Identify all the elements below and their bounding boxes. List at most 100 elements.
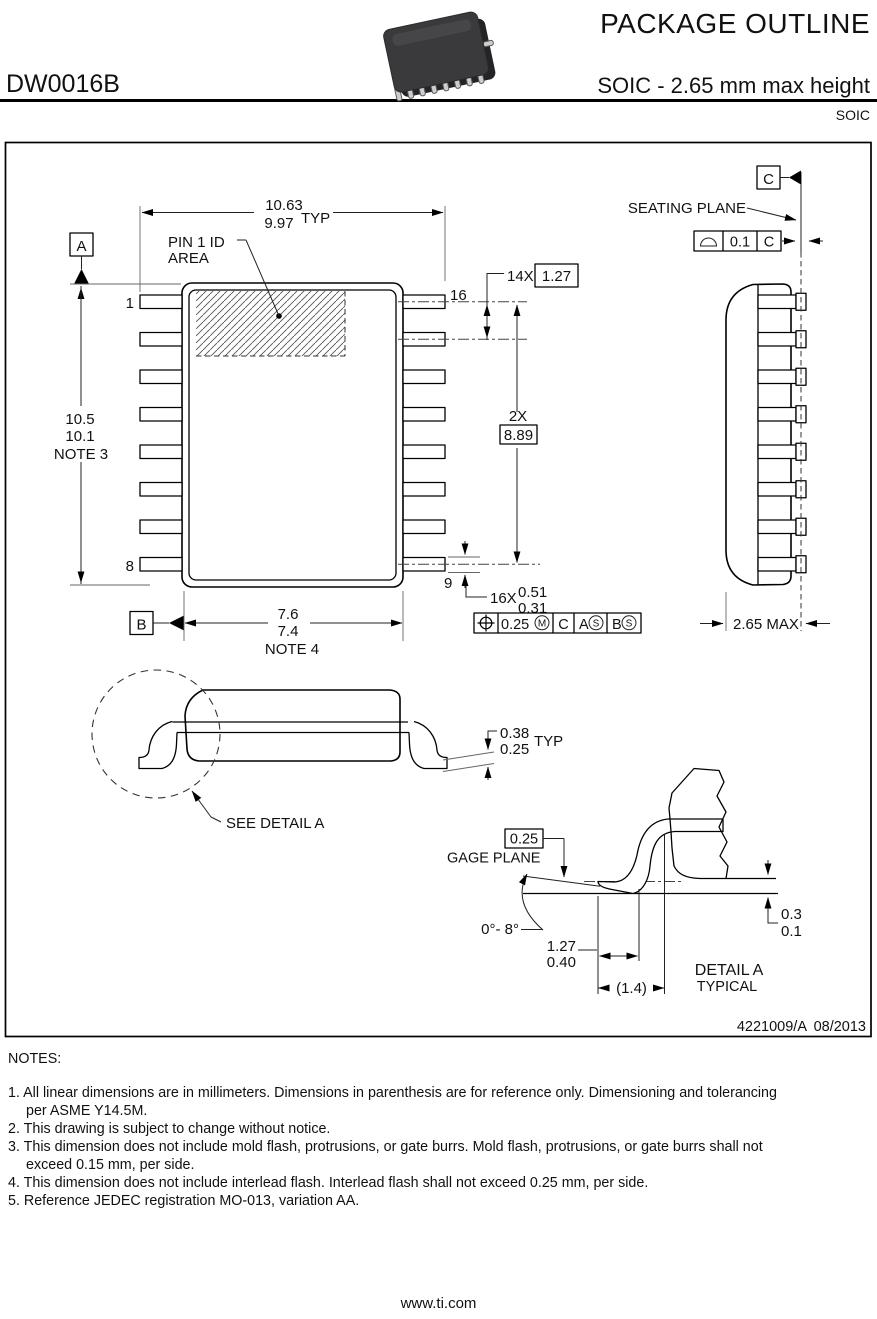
s-modifier-circle-icon: [621, 615, 637, 631]
fcf-datum-primary: C: [558, 617, 568, 633]
position-symbol-icon: [477, 614, 495, 632]
detail-a-view: 0.25 GAGE PLANE 0°- 8° 1.27 0.40 (1.4): [447, 767, 802, 997]
length-max: 10.5: [65, 411, 94, 428]
lead-width-max: 0.51: [518, 584, 547, 601]
detail-a-circle: [91, 669, 221, 799]
plan-view: PIN 1 ID AREA 1 8 16 9: [54, 197, 642, 658]
s-modifier-circle-icon: [588, 615, 604, 631]
note-line: 1. All linear dimensions are in millimet…: [8, 1085, 777, 1101]
front-left-lead: [138, 720, 178, 770]
gage-offset-value: 0.25: [510, 832, 538, 848]
revision-date: 08/2013: [814, 1019, 866, 1035]
note-line: 3. This dimension does not include mold …: [8, 1139, 763, 1155]
package-body-outline: [181, 282, 404, 588]
drawing-number: 4221009/A: [737, 1019, 807, 1035]
datum-c: [756, 165, 801, 190]
left-pins: [139, 294, 183, 572]
see-detail-label: SEE DETAIL A: [226, 815, 324, 832]
front-right-lead: [408, 720, 448, 770]
lead-width-count: 16X: [490, 590, 517, 607]
length-note: NOTE 3: [54, 446, 108, 463]
note-line: 4. This dimension does not include inter…: [8, 1175, 649, 1191]
fcf-material-modifier: M: [538, 619, 546, 630]
lead-thickness-min: 0.25: [500, 741, 529, 758]
right-pins: [402, 294, 446, 572]
width-suffix: TYP: [301, 210, 330, 227]
lead-thickness-suffix: TYP: [534, 733, 563, 750]
body-width-dimension: [183, 591, 404, 641]
drawing-border: [4, 141, 872, 1038]
fcf-datum-tertiary: B: [612, 617, 622, 633]
pin1-id-area: [196, 239, 346, 357]
note-line: exceed 0.15 mm, per side.: [26, 1157, 195, 1173]
standoff-max: 0.3: [781, 906, 802, 923]
pitch-value: 1.27: [542, 268, 571, 285]
lead-width-dimension: [448, 541, 487, 598]
lead-angle-value: 0°- 8°: [481, 921, 519, 938]
ref-length-value: (1.4): [616, 980, 647, 997]
note-line: per ASME Y14.5M.: [26, 1103, 148, 1119]
flatness-datum: C: [764, 235, 774, 251]
page-title: PACKAGE OUTLINE: [600, 8, 870, 39]
foot-length-max: 1.27: [547, 938, 576, 955]
position-fcf: [473, 612, 642, 634]
detail-a-subtitle: TYPICAL: [697, 979, 757, 995]
width-min: 9.97: [264, 215, 293, 232]
height-value: 2.65 MAX: [733, 616, 799, 633]
side-view: C SEATING PLANE 0.1 C 2.65 MAX: [628, 165, 830, 633]
pin1-id-label: PIN 1 ID: [168, 234, 225, 251]
profile-surface-symbol-icon: [699, 237, 718, 247]
flatness-tolerance: 0.1: [730, 235, 750, 251]
datum-b-label: B: [136, 617, 146, 634]
span-value: 8.89: [504, 427, 533, 444]
pitch-count: 14X: [507, 268, 534, 285]
note-line: 2. This drawing is subject to change wit…: [8, 1121, 331, 1137]
gage-plane-label: GAGE PLANE: [447, 851, 541, 867]
width-max: 10.63: [265, 197, 303, 214]
width-dimension: [139, 206, 446, 292]
pin-label-16: 16: [450, 287, 467, 304]
datum-a: [69, 232, 181, 285]
fcf-tertiary-modifier: S: [626, 619, 633, 630]
seating-plane-label: SEATING PLANE: [628, 200, 746, 217]
fcf-tolerance: 0.25: [501, 617, 529, 633]
flatness-fcf: [693, 230, 823, 252]
span-dimension: [499, 304, 538, 563]
pin-label-1: 1: [126, 295, 134, 312]
length-dimension: [70, 286, 150, 586]
front-body-outline: [184, 689, 401, 762]
note-line: 5. Reference JEDEC registration MO-013, …: [8, 1193, 360, 1209]
datum-b: [129, 610, 184, 636]
datum-a-label: A: [76, 238, 86, 255]
height-dimension: [700, 592, 830, 631]
m-modifier-circle-icon: [534, 615, 550, 631]
header-divider: [0, 99, 877, 102]
detail-lead: [597, 818, 724, 895]
datum-c-label: C: [763, 171, 774, 188]
standoff-min: 0.1: [781, 923, 802, 940]
notes-heading: NOTES:: [8, 1051, 62, 1067]
pin-label-9: 9: [444, 575, 452, 592]
package-photo: [383, 11, 496, 102]
pin1-id-label2: AREA: [168, 250, 209, 267]
notes-section: NOTES: 1. All linear dimensions are in m…: [8, 1050, 777, 1210]
body-width-max: 7.6: [278, 606, 299, 623]
fcf-secondary-modifier: S: [593, 619, 600, 630]
fcf-datum-secondary: A: [579, 617, 589, 633]
package-family: SOIC: [835, 107, 870, 123]
lead-thickness-dimension: [442, 730, 497, 780]
package-subtitle: SOIC - 2.65 mm max height: [597, 73, 870, 98]
front-view: SEE DETAIL A 0.38 0.25 TYP: [91, 669, 563, 832]
foot-length-min: 0.40: [547, 954, 576, 971]
lead-thickness-max: 0.38: [500, 725, 529, 742]
pin-label-8: 8: [126, 558, 134, 575]
span-count: 2X: [509, 408, 527, 425]
footer-url: www.ti.com: [400, 1295, 477, 1312]
body-width-note: NOTE 4: [265, 641, 319, 658]
detail-body-break: [668, 767, 729, 880]
part-number: DW0016B: [6, 70, 120, 98]
detail-a-title: DETAIL A: [695, 962, 764, 979]
length-min: 10.1: [65, 428, 94, 445]
